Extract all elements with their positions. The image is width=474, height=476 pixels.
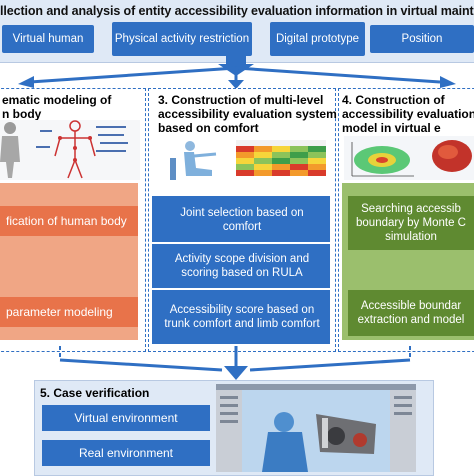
section-5-title: 5. Case verification: [40, 386, 150, 400]
seated-posture-and-comfort-grid: [170, 140, 326, 180]
section-2-title-line2: n body: [2, 107, 42, 121]
chip-digital-prototype: Digital prototype: [270, 22, 365, 56]
arrow-left-head: [18, 76, 34, 88]
section-3-item-2: Activity scope division and scoring base…: [174, 253, 310, 279]
section-2-title-line1: ematic modeling of: [2, 93, 112, 107]
human-body-model-figure: [0, 120, 140, 180]
down-arrow-to-case: [224, 366, 248, 380]
top-title: llection and analysis of entity accessib…: [0, 4, 474, 18]
section-3-item-1: Joint selection based on comfort: [180, 207, 304, 233]
divider: [152, 242, 330, 244]
divider: [152, 288, 330, 290]
section-3-blue-panel: [152, 196, 330, 344]
section-4-title-line1: 4. Construction of: [342, 93, 445, 107]
section-5-item-virtual-environment: Virtual environment: [42, 405, 210, 431]
top-arrows: [18, 56, 456, 89]
case-verification-screenshot: [216, 384, 416, 472]
chip-physical-activity-restriction: Physical activity restriction: [112, 22, 252, 56]
section-4-title-line2: accessibility evaluation: [342, 107, 474, 121]
arrow-center-head: [228, 80, 244, 89]
section-4-title-line3: model in virtual e: [342, 121, 441, 135]
section-4-item-2: Accessible boundar extraction and model: [348, 290, 474, 336]
chip-virtual-human: Virtual human: [2, 25, 94, 53]
down-arrow-main: [218, 56, 254, 76]
arrow-left-line: [29, 66, 237, 84]
section-4-item-1: Searching accessib boundary by Monte C s…: [348, 196, 474, 250]
section-3-title-line2: accessibility evaluation system: [158, 107, 337, 121]
monte-carlo-boundary-plot: [344, 136, 474, 180]
arrow-right-head: [440, 76, 456, 88]
chip-position: Position: [370, 25, 474, 53]
section-3-item-3: Accessibility score based on trunk comfo…: [164, 304, 320, 330]
section-3-title-line3: based on comfort: [158, 121, 259, 135]
section-5-item-real-environment: Real environment: [42, 440, 210, 466]
section-3-title-line1: 3. Construction of multi-level: [158, 93, 324, 107]
arrow-right-line: [235, 66, 441, 84]
section-2-item-1: fication of human body: [0, 206, 138, 236]
section-2-item-2: parameter modeling: [0, 297, 138, 327]
bottom-arrows: [59, 346, 411, 380]
